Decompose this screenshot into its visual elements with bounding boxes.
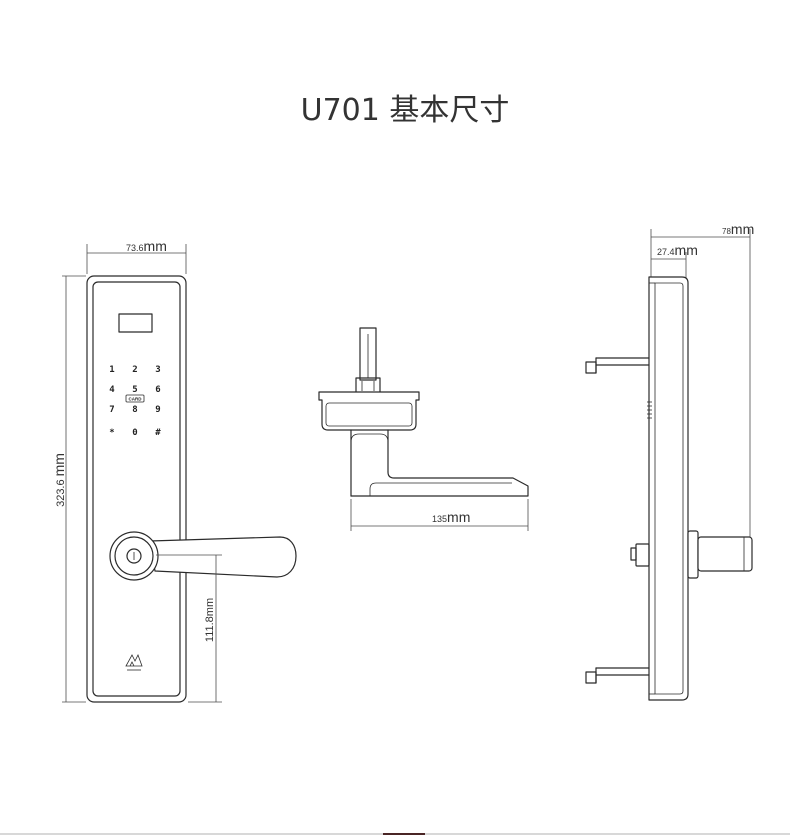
keypad-display-window bbox=[118, 313, 153, 333]
rod-bracket bbox=[585, 671, 597, 684]
brand-logo-icon bbox=[125, 653, 143, 671]
width-dimension: 73.6mm bbox=[86, 238, 187, 274]
handle-lever bbox=[149, 536, 297, 578]
overall-depth-value: 78 bbox=[722, 227, 731, 236]
spindle bbox=[355, 327, 381, 394]
thumb-turn-knob bbox=[630, 547, 637, 561]
width-value: 73.6 bbox=[126, 243, 144, 253]
lock-body-outline bbox=[86, 275, 187, 703]
mounting-rod-top bbox=[585, 357, 650, 374]
panel-depth-dimension-label: 27.4mm bbox=[657, 242, 698, 258]
key-5: 5 bbox=[132, 385, 137, 395]
side-vent-marks bbox=[647, 401, 652, 419]
key-cylinder-icon bbox=[126, 548, 142, 564]
side-body-outline bbox=[648, 276, 689, 701]
mountain-logo-icon bbox=[125, 653, 143, 667]
key-2: 2 bbox=[132, 365, 137, 375]
thumb-turn-body bbox=[635, 543, 650, 567]
key-3: 3 bbox=[155, 365, 160, 375]
spindle-shaft bbox=[359, 327, 377, 381]
top-rosette bbox=[318, 391, 420, 431]
side-handle bbox=[687, 530, 753, 579]
key-1: 1 bbox=[109, 365, 114, 375]
rod-bracket bbox=[585, 361, 597, 374]
handle-height-unit: mm bbox=[204, 598, 216, 616]
side-handle-lever bbox=[697, 536, 753, 572]
side-body-inner bbox=[654, 282, 684, 695]
top-rosette-inner bbox=[325, 402, 413, 427]
lock-faceplate-inner bbox=[92, 281, 181, 697]
key-6: 6 bbox=[155, 385, 160, 395]
key-4: 4 bbox=[109, 385, 115, 395]
handle-height-dimension-label: 111.8mm bbox=[204, 598, 216, 642]
handle-length-unit: mm bbox=[447, 509, 470, 525]
handle-height-dimension: 111.8mm bbox=[156, 554, 222, 703]
key-hash: # bbox=[155, 428, 161, 438]
handle-rosette bbox=[109, 531, 159, 581]
rosette-inner-ring bbox=[114, 536, 154, 576]
thumb-turn bbox=[630, 543, 650, 567]
page-title: U701 基本尺寸 bbox=[301, 93, 510, 128]
handle-length-value: 135 bbox=[432, 514, 447, 524]
card-reader-badge bbox=[125, 394, 145, 403]
key-0: 0 bbox=[132, 428, 137, 438]
width-unit: mm bbox=[144, 238, 167, 254]
key-star: * bbox=[109, 428, 114, 438]
top-handle-lever bbox=[350, 471, 529, 497]
side-handle-flange bbox=[687, 530, 699, 579]
handle-height-value: 111.8 bbox=[204, 616, 216, 642]
width-dimension-label: 73.6mm bbox=[126, 238, 167, 254]
key-7: 7 bbox=[109, 405, 114, 415]
panel-depth-dimension: 27.4mm bbox=[651, 242, 698, 283]
card-reader-label: CARD bbox=[129, 397, 143, 402]
height-dimension-label: 323.6 mm bbox=[51, 453, 67, 507]
front-view: 73.6mm 323.6mm 1 2 3 4 5 6 CARD 7 8 9 bbox=[51, 238, 297, 703]
overall-depth-dimension: 78mm bbox=[650, 221, 754, 537]
top-view: 135mm bbox=[318, 327, 529, 531]
top-handle-neck-cap bbox=[350, 433, 389, 443]
keypad: 1 2 3 4 5 6 CARD 7 8 9 * 0 # bbox=[109, 365, 161, 438]
side-view: 78mm 27.4mm bbox=[585, 221, 754, 701]
mounting-rod-bottom bbox=[585, 667, 650, 684]
top-handle-neck bbox=[350, 429, 389, 497]
handle-length-dimension: 135mm bbox=[350, 499, 529, 531]
panel-depth-unit: mm bbox=[675, 242, 698, 258]
key-9: 9 bbox=[155, 405, 160, 415]
overall-depth-dimension-label: 78mm bbox=[722, 221, 754, 237]
top-handle-lever-bevel bbox=[369, 482, 512, 496]
panel-depth-value: 27.4 bbox=[657, 247, 675, 257]
height-dimension: 323.6 mm bbox=[51, 275, 86, 703]
handle-length-dimension-label: 135mm bbox=[432, 509, 470, 525]
overall-depth-unit: mm bbox=[731, 221, 754, 237]
key-8: 8 bbox=[132, 405, 137, 415]
height-unit: mm bbox=[51, 453, 67, 476]
height-value: 323.6 bbox=[55, 479, 67, 507]
